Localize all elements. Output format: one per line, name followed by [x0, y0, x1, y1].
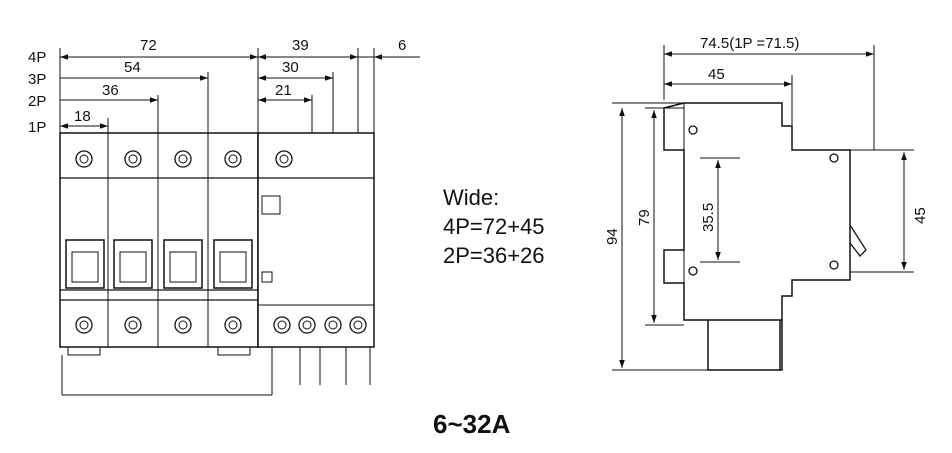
current-rating: 6~32A — [433, 409, 511, 439]
rcd-dimension-lines — [258, 54, 420, 103]
wide-note-title: Wide: — [443, 185, 499, 210]
dim-4p-width: 72 — [140, 37, 157, 54]
dim-2p-width: 36 — [102, 82, 119, 99]
rcd-body — [257, 132, 375, 385]
dim-total-width: 74.5(1P =71.5) — [700, 35, 799, 52]
pole-label-1p: 1P — [28, 119, 46, 136]
dim-gap: 6 — [398, 37, 406, 54]
pole-label-3p: 3P — [28, 71, 46, 88]
bottom-terminals — [75, 316, 367, 334]
side-view: 74.5(1P =71.5) 45 94 79 35.5 45 — [604, 35, 929, 371]
dim-depth: 45 — [708, 66, 725, 83]
dim-3p-width: 54 — [124, 59, 141, 76]
dim-rail-height: 79 — [636, 209, 653, 226]
front-view: 4P 3P 2P 1P 72 54 36 18 39 30 21 6 — [28, 37, 420, 396]
dim-right-height: 45 — [912, 207, 929, 224]
dim-rcd-2p: 21 — [275, 82, 292, 99]
dim-height: 94 — [604, 228, 621, 245]
dim-1p-width: 18 — [74, 108, 91, 125]
wide-note-2p: 2P=36+26 — [443, 243, 545, 268]
breaker-body — [59, 132, 273, 396]
top-terminals — [75, 150, 293, 168]
dim-rcd-3p: 30 — [282, 59, 299, 76]
dim-rcd-4p: 39 — [292, 37, 309, 54]
wide-note: Wide: 4P=72+45 2P=36+26 — [443, 185, 545, 268]
pole-dimension-lines — [60, 54, 258, 129]
pole-label-4p: 4P — [28, 49, 46, 66]
dim-rail-center: 35.5 — [700, 203, 717, 232]
pole-label-2p: 2P — [28, 93, 46, 110]
wide-note-4p: 4P=72+45 — [443, 214, 545, 239]
